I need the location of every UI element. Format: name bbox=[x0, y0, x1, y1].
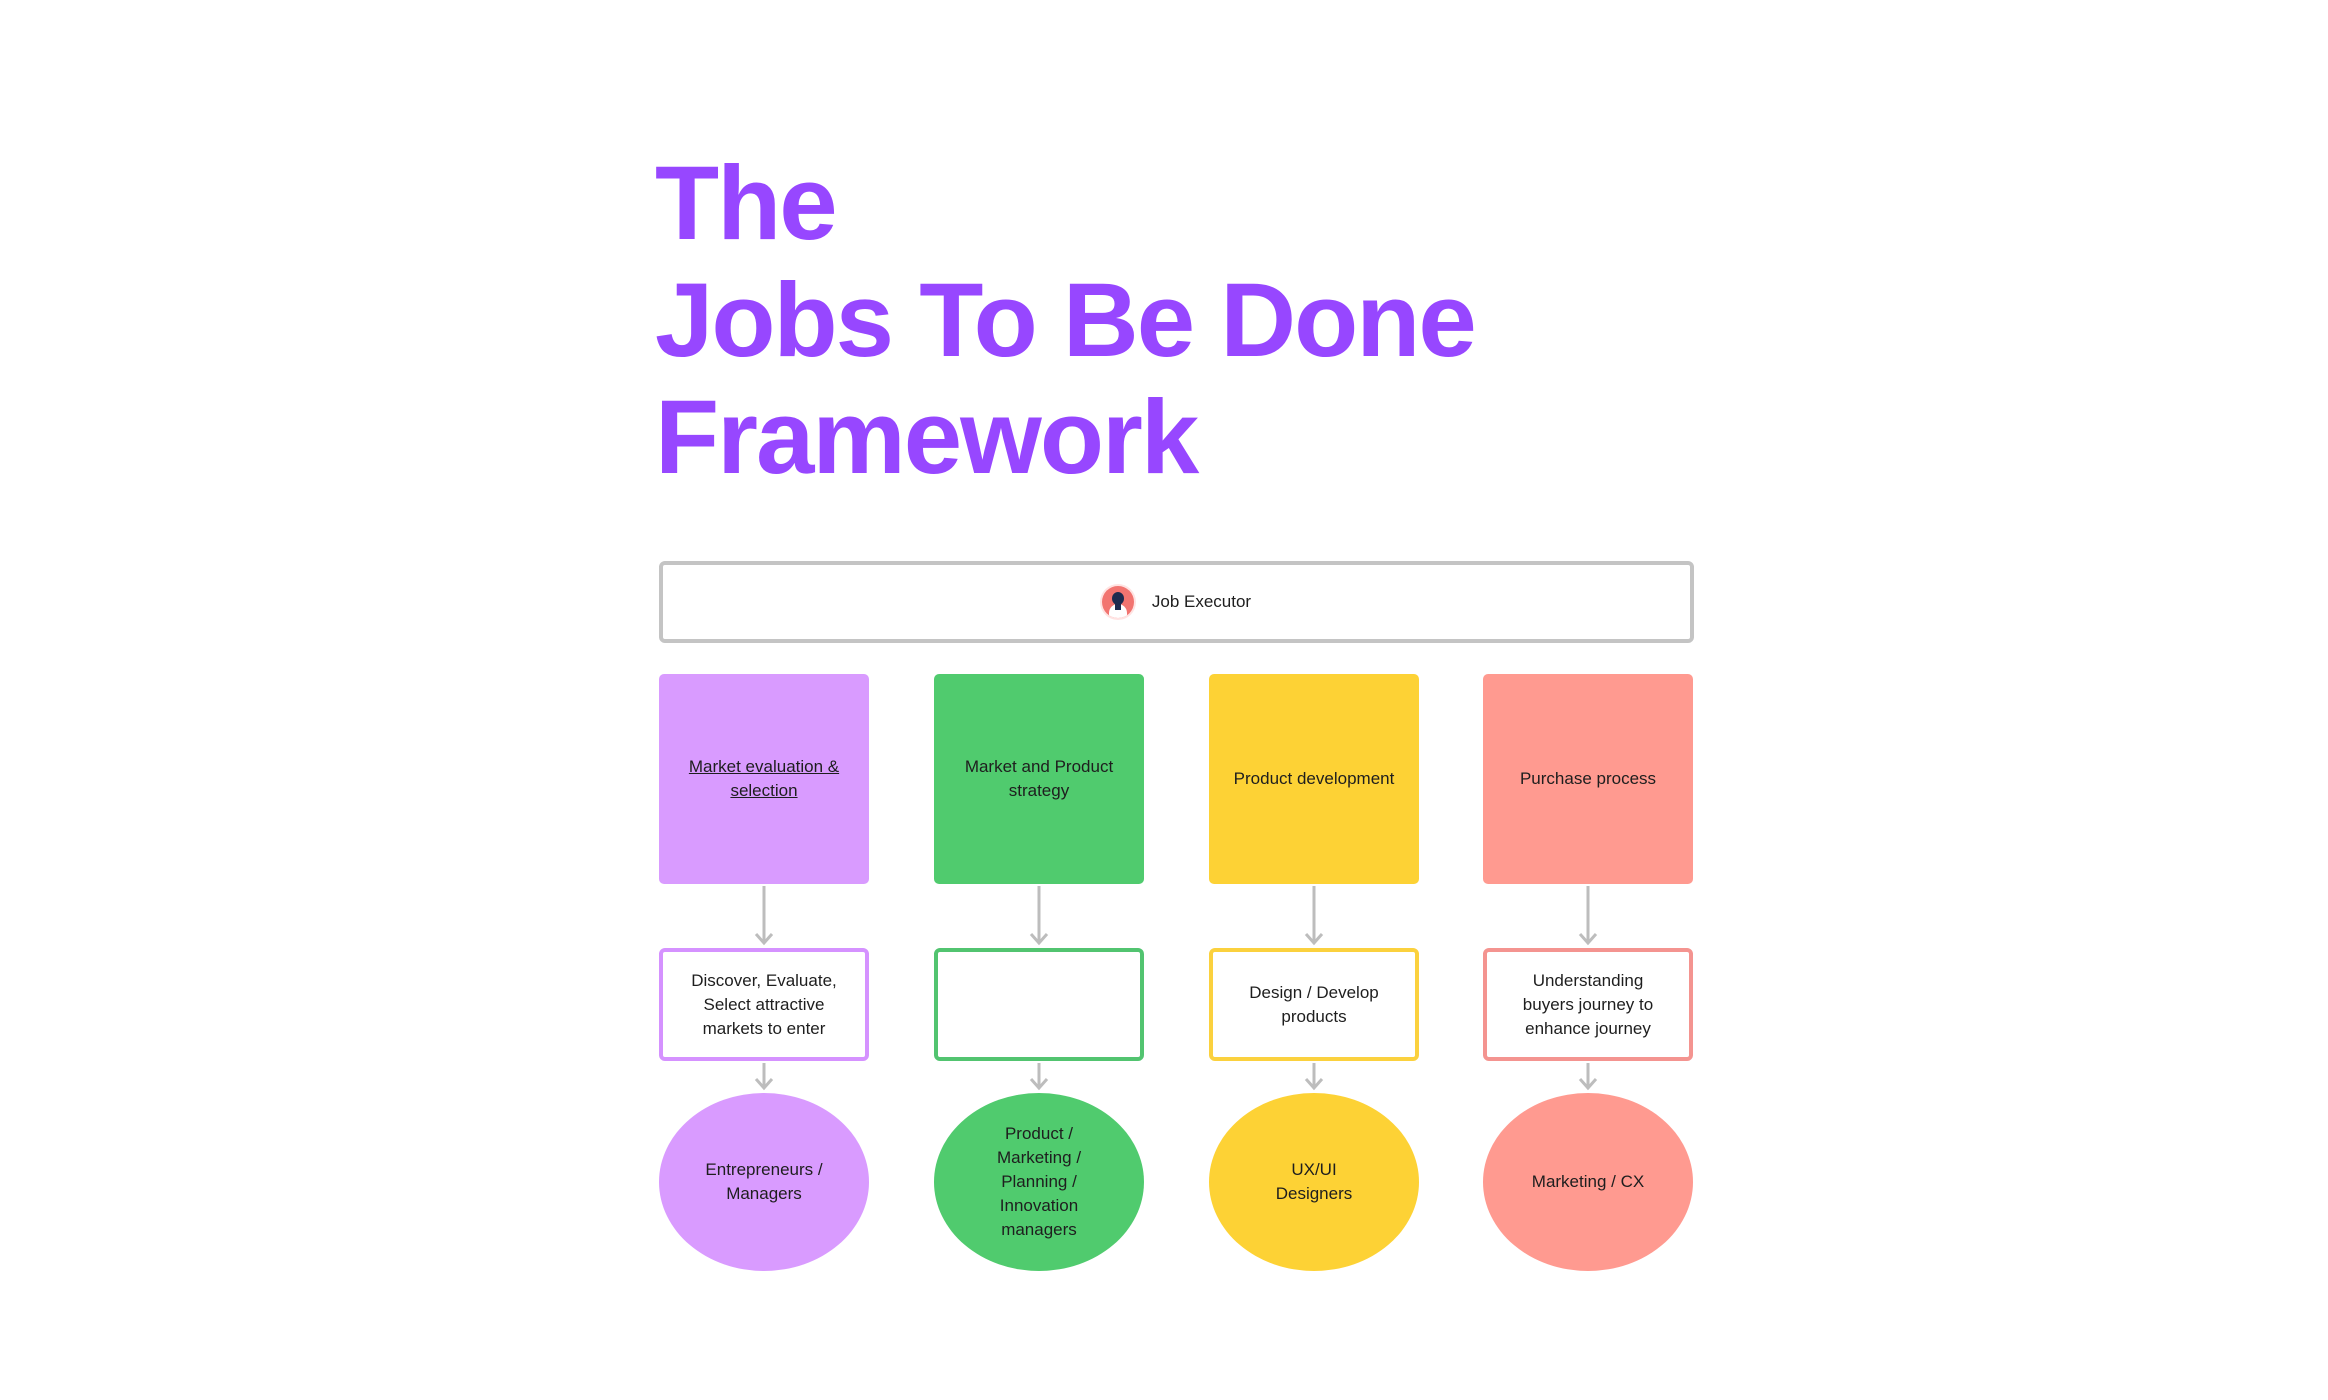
job-card-market-evaluation[interactable]: Discover, Evaluate, Select attractive ma… bbox=[659, 948, 869, 1061]
stage-label: Market evaluation & selection bbox=[688, 757, 840, 800]
connector-arrow bbox=[1029, 1063, 1049, 1091]
job-card-product-development[interactable]: Design / Develop products bbox=[1209, 948, 1419, 1061]
persona-product-managers[interactable]: Product / Marketing / Planning / Innovat… bbox=[934, 1093, 1144, 1271]
stage-label: Product development bbox=[1233, 769, 1395, 788]
stage-card-product-development[interactable]: Product development bbox=[1209, 674, 1419, 884]
persona-marketing-cx[interactable]: Marketing / CX bbox=[1483, 1093, 1693, 1271]
persona-label: Marketing / CX bbox=[1531, 1172, 1645, 1191]
connector-arrow bbox=[1578, 886, 1598, 946]
persona-label: Product / Marketing / Planning / Innovat… bbox=[996, 1124, 1082, 1239]
job-card-market-product-strategy[interactable] bbox=[934, 948, 1144, 1061]
person-avatar-icon bbox=[1101, 586, 1134, 618]
stage-label: Purchase process bbox=[1519, 769, 1657, 788]
persona-label: UX/UI Designers bbox=[1275, 1160, 1353, 1203]
title-line-3: Framework bbox=[655, 379, 1199, 496]
connector-arrow bbox=[1578, 1063, 1598, 1091]
persona-label: Entrepreneurs / Managers bbox=[705, 1160, 823, 1203]
title-line-2: Jobs To Be Done bbox=[655, 262, 1477, 379]
job-label: Design / Develop products bbox=[1249, 982, 1379, 1026]
page-title: The Jobs To Be Done Framework bbox=[655, 145, 1477, 496]
connector-arrow bbox=[1304, 886, 1324, 946]
connector-arrow bbox=[754, 1063, 774, 1091]
connector-arrow bbox=[754, 886, 774, 946]
job-card-purchase-process[interactable]: Understanding buyers journey to enhance … bbox=[1483, 948, 1693, 1061]
job-label: Discover, Evaluate, Select attractive ma… bbox=[691, 970, 837, 1038]
job-executor-label: Job Executor bbox=[1151, 592, 1252, 611]
persona-entrepreneurs[interactable]: Entrepreneurs / Managers bbox=[659, 1093, 869, 1271]
job-executor-box[interactable]: Job Executor bbox=[659, 561, 1694, 643]
stage-card-market-product-strategy[interactable]: Market and Product strategy bbox=[934, 674, 1144, 884]
connector-arrow bbox=[1029, 886, 1049, 946]
stage-card-purchase-process[interactable]: Purchase process bbox=[1483, 674, 1693, 884]
connector-arrow bbox=[1304, 1063, 1324, 1091]
stage-label: Market and Product strategy bbox=[964, 757, 1114, 800]
job-label: Understanding buyers journey to enhance … bbox=[1522, 970, 1654, 1038]
persona-ux-ui-designers[interactable]: UX/UI Designers bbox=[1209, 1093, 1419, 1271]
stage-card-market-evaluation[interactable]: Market evaluation & selection bbox=[659, 674, 869, 884]
title-line-1: The bbox=[655, 145, 838, 262]
